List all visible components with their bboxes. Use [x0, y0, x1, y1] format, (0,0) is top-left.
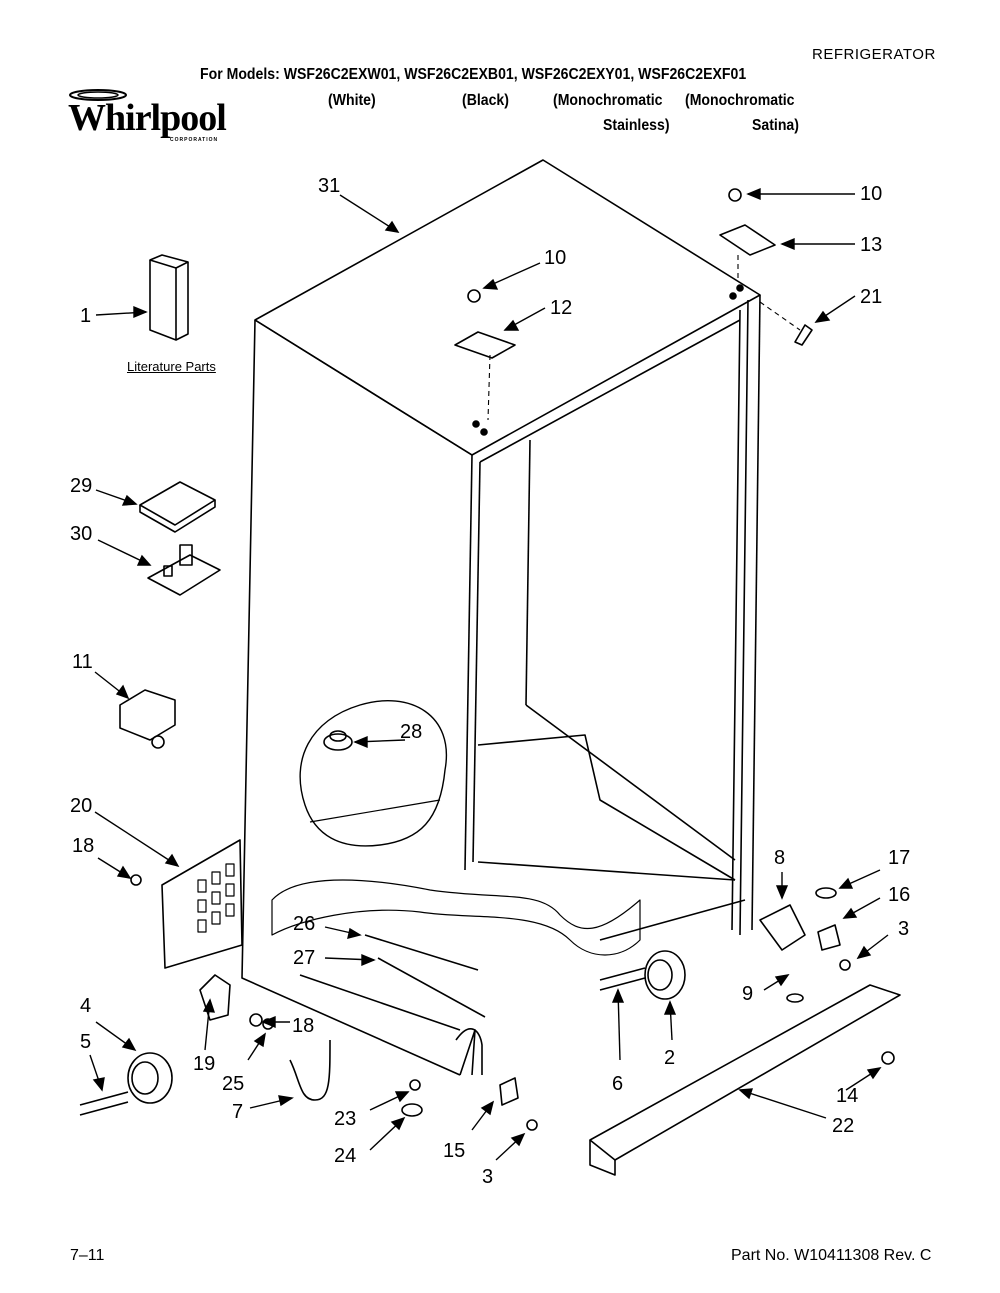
- board-cover-edge: [139, 500, 216, 533]
- screw-3b: [526, 1119, 538, 1131]
- vent-slots: [197, 863, 235, 933]
- finish-satina: Satina): [752, 117, 799, 134]
- left-roller-drawing: [127, 1052, 173, 1104]
- logo-subtitle: CORPORATION: [170, 137, 219, 143]
- callout-10-top: 10: [860, 183, 882, 205]
- callout-7: 7: [232, 1101, 243, 1123]
- callout-20: 20: [70, 795, 92, 817]
- valve-fitting: [151, 735, 165, 749]
- screw-14: [881, 1051, 895, 1065]
- literature-parts-label: Literature Parts: [127, 359, 216, 374]
- callout-28: 28: [400, 721, 422, 743]
- control-board-drawing: [147, 554, 221, 596]
- literature-parts-drawing: [149, 254, 189, 269]
- callout-8: 8: [774, 847, 785, 869]
- tube-26-drawing: [364, 934, 479, 971]
- callout-13: 13: [860, 234, 882, 256]
- leveler-bracket-drawing: [199, 974, 231, 1021]
- hinge-washer-drawing: [786, 993, 804, 1003]
- left-axle-drawing: [79, 1091, 129, 1116]
- screw-10b: [467, 289, 481, 303]
- finish-white: (White): [328, 92, 376, 109]
- callout-12: 12: [550, 297, 572, 319]
- base-rail-drawing: [589, 984, 901, 1161]
- callout-3-right: 3: [898, 918, 909, 940]
- left-roller-hub: [131, 1061, 159, 1095]
- base-rail-end: [589, 1140, 616, 1176]
- callout-15: 15: [443, 1140, 465, 1162]
- bracket-15-drawing: [499, 1077, 519, 1106]
- roller-wheel-drawing: [644, 950, 686, 1000]
- callout-19: 19: [193, 1053, 215, 1075]
- access-panel-drawing: [161, 839, 243, 969]
- part-number: Part No. W10411308 Rev. C: [731, 1247, 932, 1264]
- callout-4: 4: [80, 995, 91, 1017]
- screw-18b: [249, 1013, 263, 1027]
- screw-23: [409, 1079, 421, 1091]
- screw-10a: [728, 188, 742, 202]
- callout-18-bottom: 18: [292, 1015, 314, 1037]
- callout-6: 6: [612, 1073, 623, 1095]
- callout-31: 31: [318, 175, 340, 197]
- callout-22: 22: [832, 1115, 854, 1137]
- relay-component: [179, 544, 193, 566]
- cabinet-drawing: [241, 159, 761, 1076]
- literature-book-sides: [149, 260, 189, 341]
- drain-tube-drawing: [289, 1039, 331, 1101]
- callout-24: 24: [334, 1145, 356, 1167]
- callout-16: 16: [888, 884, 910, 906]
- callout-30: 30: [70, 523, 92, 545]
- clamp-24-drawing: [401, 1103, 423, 1117]
- leader-arrows: [89, 187, 889, 1161]
- callout-26: 26: [293, 913, 315, 935]
- roller-hub: [647, 959, 673, 991]
- axle-drawing: [599, 967, 646, 991]
- callout-3-bottom: 3: [482, 1166, 493, 1188]
- hinge-cap-drawing: [815, 887, 837, 899]
- callout-17: 17: [888, 847, 910, 869]
- callout-9: 9: [742, 983, 753, 1005]
- screw-3a: [839, 959, 851, 971]
- top-hinge-13-drawing: [719, 224, 776, 256]
- callout-10-mid: 10: [544, 247, 566, 269]
- water-valve-drawing: [119, 689, 176, 741]
- assembly-lines: [487, 255, 801, 421]
- callout-2: 2: [664, 1047, 675, 1069]
- part-21-drawing: [794, 324, 813, 346]
- callout-1: 1: [80, 305, 91, 327]
- page-number: 7–11: [70, 1247, 105, 1264]
- callout-27: 27: [293, 947, 315, 969]
- callout-18-left: 18: [72, 835, 94, 857]
- hinge-12-drawing: [454, 331, 516, 359]
- drain-plug-drawing: [323, 733, 353, 751]
- hinge-pin-drawing: [817, 924, 841, 951]
- logo-wordmark: Whirlpool: [68, 97, 227, 139]
- category-label: REFRIGERATOR: [812, 46, 936, 63]
- callout-23: 23: [334, 1108, 356, 1130]
- finish-mono-1: (Monochromatic: [553, 92, 663, 109]
- callout-29: 29: [70, 475, 92, 497]
- logo-swirl-icon: [69, 89, 127, 101]
- finish-mono-2: (Monochromatic: [685, 92, 795, 109]
- screw-18a: [130, 874, 142, 886]
- finish-stainless: Stainless): [603, 117, 670, 134]
- tube-27-drawing: [377, 957, 486, 1018]
- drain-plug-top: [329, 730, 347, 742]
- callout-21: 21: [860, 286, 882, 308]
- callout-25: 25: [222, 1073, 244, 1095]
- callout-11: 11: [72, 651, 93, 673]
- cap-component: [163, 565, 173, 577]
- hinge-bracket-drawing: [759, 904, 806, 951]
- callout-14: 14: [836, 1085, 858, 1107]
- models-line: For Models: WSF26C2EXW01, WSF26C2EXB01, …: [200, 66, 747, 83]
- finish-black: (Black): [462, 92, 509, 109]
- callout-5: 5: [80, 1031, 91, 1053]
